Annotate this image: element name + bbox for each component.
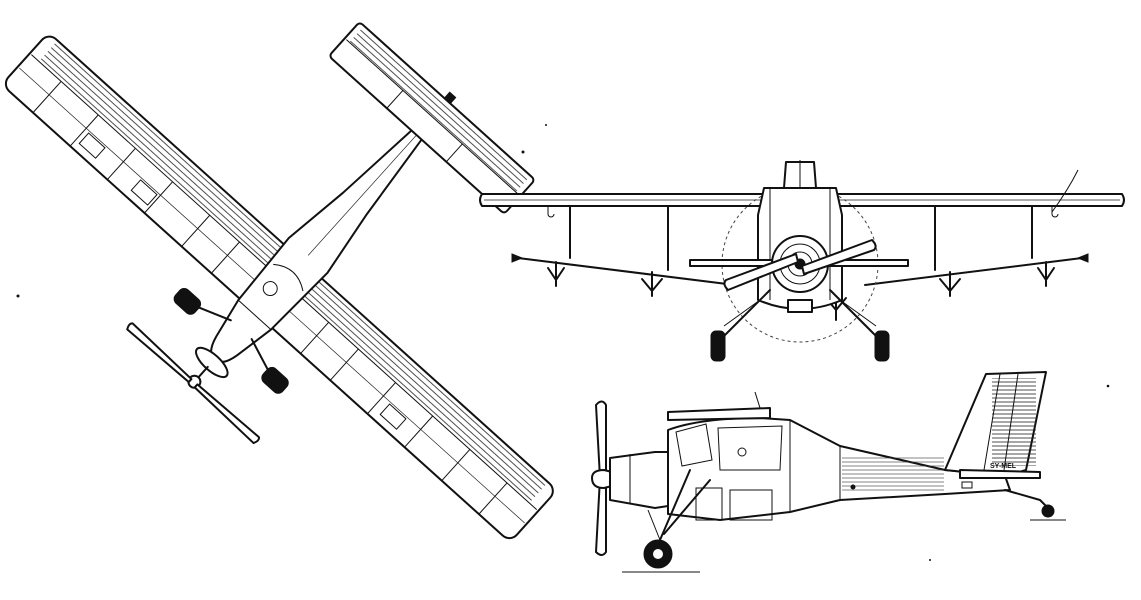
side-landing-gear [622,469,1066,573]
side-propeller [591,400,613,556]
plan-view [4,22,554,540]
registration-marking: SY-MEL [990,463,1017,470]
print-specks [16,124,1110,561]
plan-landing-gear [173,287,289,394]
side-fuselage [609,391,1011,521]
front-propeller [723,239,877,291]
front-fuselage [689,160,909,343]
front-landing-gear [710,289,890,362]
plan-propeller [126,322,261,445]
front-view [479,160,1125,362]
side-tail: SY-MEL [944,371,1047,479]
front-spray-booms [511,253,1089,321]
side-view: SY-MEL [591,371,1066,573]
